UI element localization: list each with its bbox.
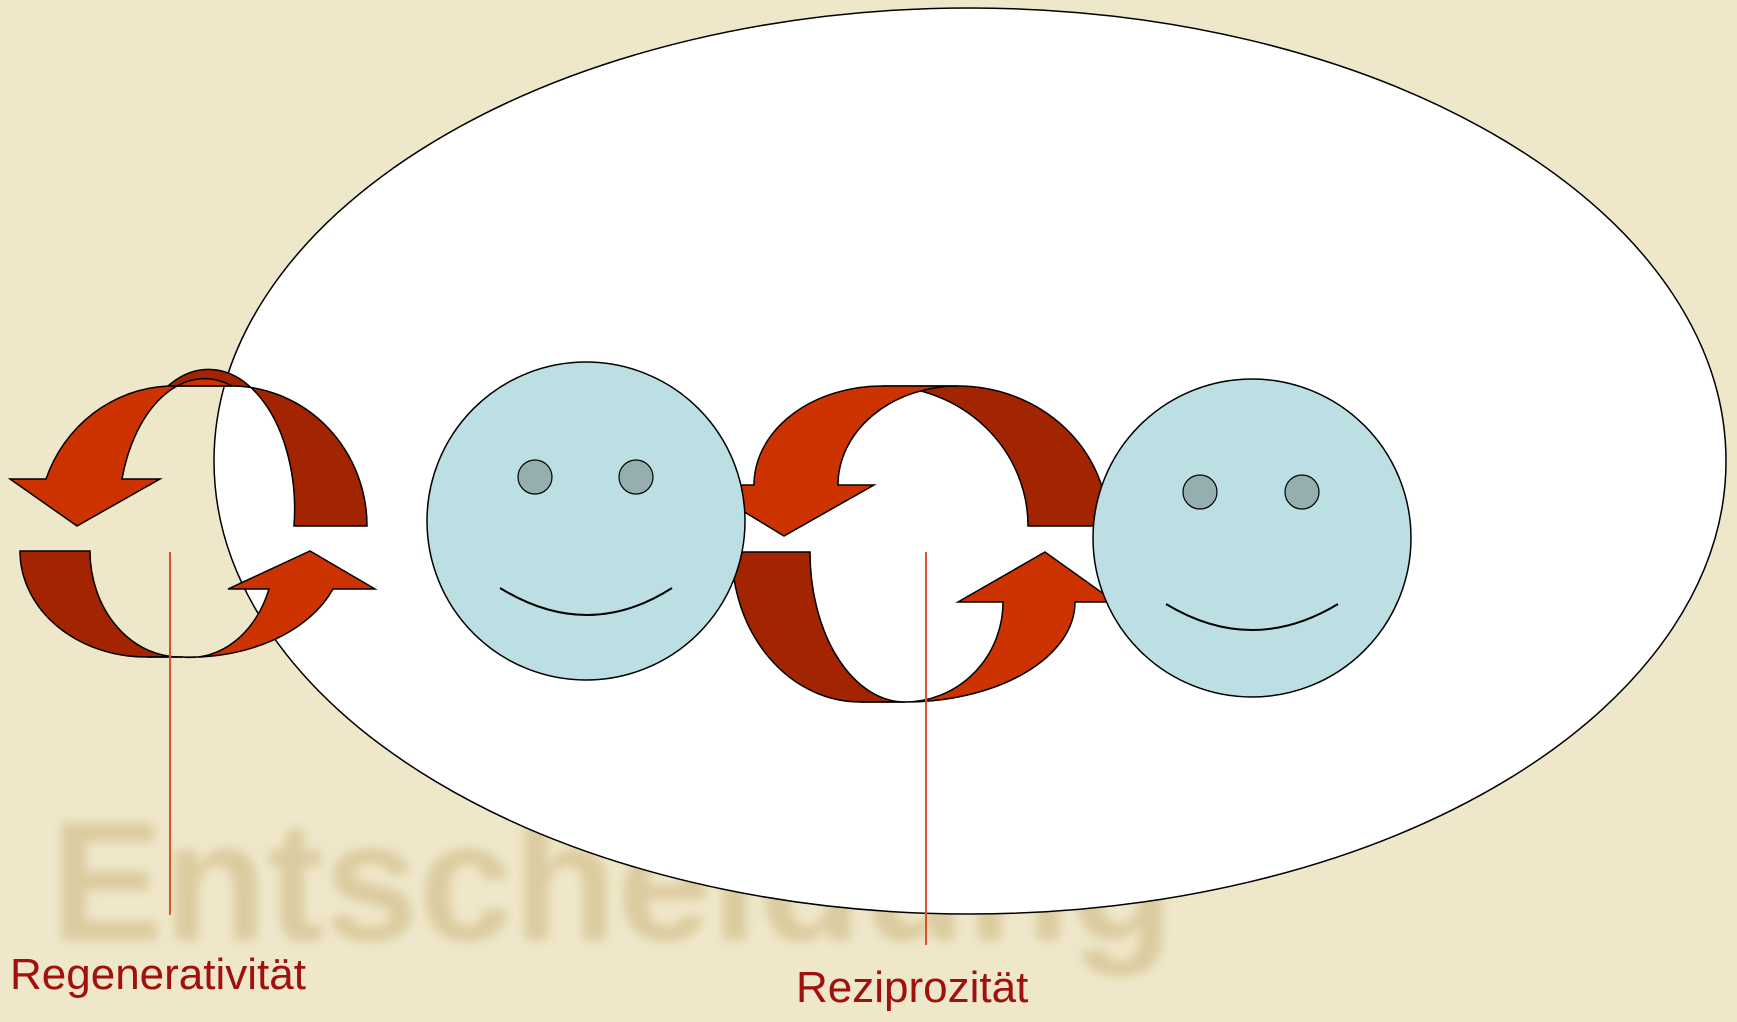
- smile-mouth: [499, 587, 673, 616]
- label-reziprozitaet: Reziprozität: [796, 963, 1029, 1012]
- right-eye: [1284, 474, 1320, 510]
- smiley-face-right: [1092, 378, 1412, 698]
- smiley-face-icon: [1092, 378, 1412, 698]
- cycle-arrows-icon: [7, 368, 378, 659]
- right-eye: [618, 459, 654, 495]
- left-cycle-bottom-arrow: [147, 550, 378, 659]
- label-regenerativitaet: Regenerativität: [10, 950, 306, 999]
- cycle-arrows-icon: [697, 385, 1118, 703]
- smiley-face-icon: [426, 361, 746, 681]
- left-eye: [517, 459, 553, 495]
- community-ellipse: [213, 7, 1727, 915]
- smiley-face-left: [426, 361, 746, 681]
- right-cycle-bottom-arrow: [860, 551, 1118, 703]
- left-cycle-top-arrow: [7, 377, 233, 527]
- left-cycle-bottom-dark-band: [19, 550, 184, 658]
- left-cycle-top-dark-band: [165, 368, 368, 527]
- left-eye: [1182, 474, 1218, 510]
- smile-mouth: [1165, 603, 1339, 631]
